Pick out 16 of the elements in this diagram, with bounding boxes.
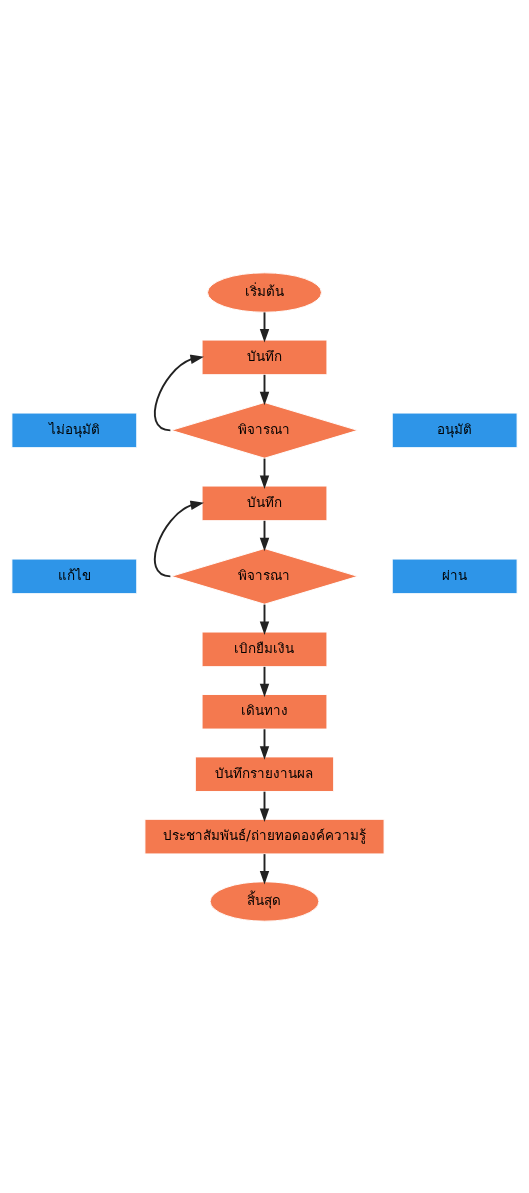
node-ellipse: เริ่มต้น bbox=[207, 271, 322, 313]
node-diamond: พิจารณา bbox=[170, 547, 359, 605]
node-box: บันทึก bbox=[201, 339, 328, 375]
node-box: แก้ไข bbox=[11, 558, 138, 594]
arrow bbox=[153, 500, 204, 577]
node-box: เดินทาง bbox=[201, 693, 328, 730]
node-box: บันทึก bbox=[201, 485, 328, 521]
node-box: ประชาสัมพันธ์/ถ่ายทอดองค์ความรู้ bbox=[144, 818, 385, 854]
node-box: ผ่าน bbox=[391, 558, 518, 594]
node-diamond: พิจารณา bbox=[170, 401, 359, 459]
node-ellipse: สิ้นสุด bbox=[209, 880, 320, 922]
node-box: บันทึกรายงานผล bbox=[194, 755, 335, 792]
node-box: เบิกยืมเงิน bbox=[201, 631, 328, 667]
node-box: อนุมัติ bbox=[391, 412, 518, 448]
arrow bbox=[153, 354, 204, 431]
node-box: ไม่อนุมัติ bbox=[11, 412, 138, 448]
